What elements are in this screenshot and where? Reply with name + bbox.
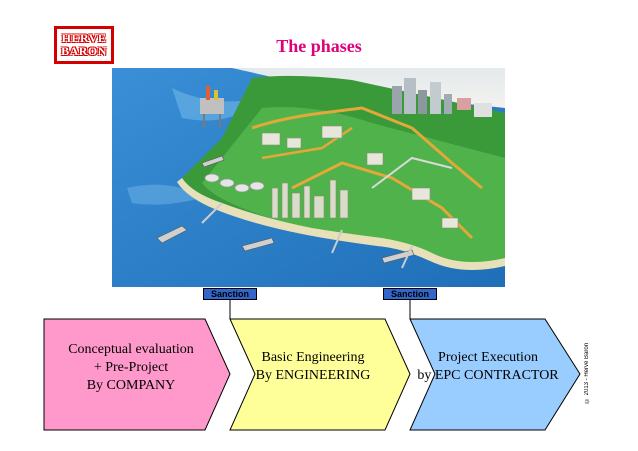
phase-arrow-3	[409, 318, 581, 431]
phase-arrow-1	[43, 318, 231, 431]
phase-1-line-3: By COMPANY	[86, 378, 176, 393]
sanction-label-2: Sanction	[383, 288, 437, 300]
phase-3-line-1: Project Execution	[438, 350, 538, 365]
phase-2-line-2: By ENGINEERING	[255, 368, 371, 383]
phase-2-line-1: Basic Engineering	[261, 350, 365, 365]
phase-1-text: Conceptual evaluation + Pre-Project By C…	[52, 341, 210, 395]
phase-arrow-2	[229, 318, 411, 431]
plant-illustration	[112, 68, 505, 287]
logo-line-2: BARON	[61, 44, 107, 58]
phase-1-line-1: Conceptual evaluation	[68, 342, 194, 357]
sanction-label-1: Sanction	[203, 288, 257, 300]
herve-baron-logo: HERVE BARON	[54, 26, 114, 64]
phase-2-text: Basic Engineering By ENGINEERING	[238, 349, 388, 385]
phase-3-line-2: by EPC CONTRACTOR	[417, 368, 559, 383]
slide-title: The phases	[276, 36, 362, 56]
phase-1-line-2: + Pre-Project	[93, 360, 169, 375]
copyright-text: © 2013 - Hervé Baron	[584, 342, 590, 403]
phase-3-text: Project Execution by EPC CONTRACTOR	[408, 349, 568, 385]
logo-line-1: HERVE	[61, 31, 107, 45]
